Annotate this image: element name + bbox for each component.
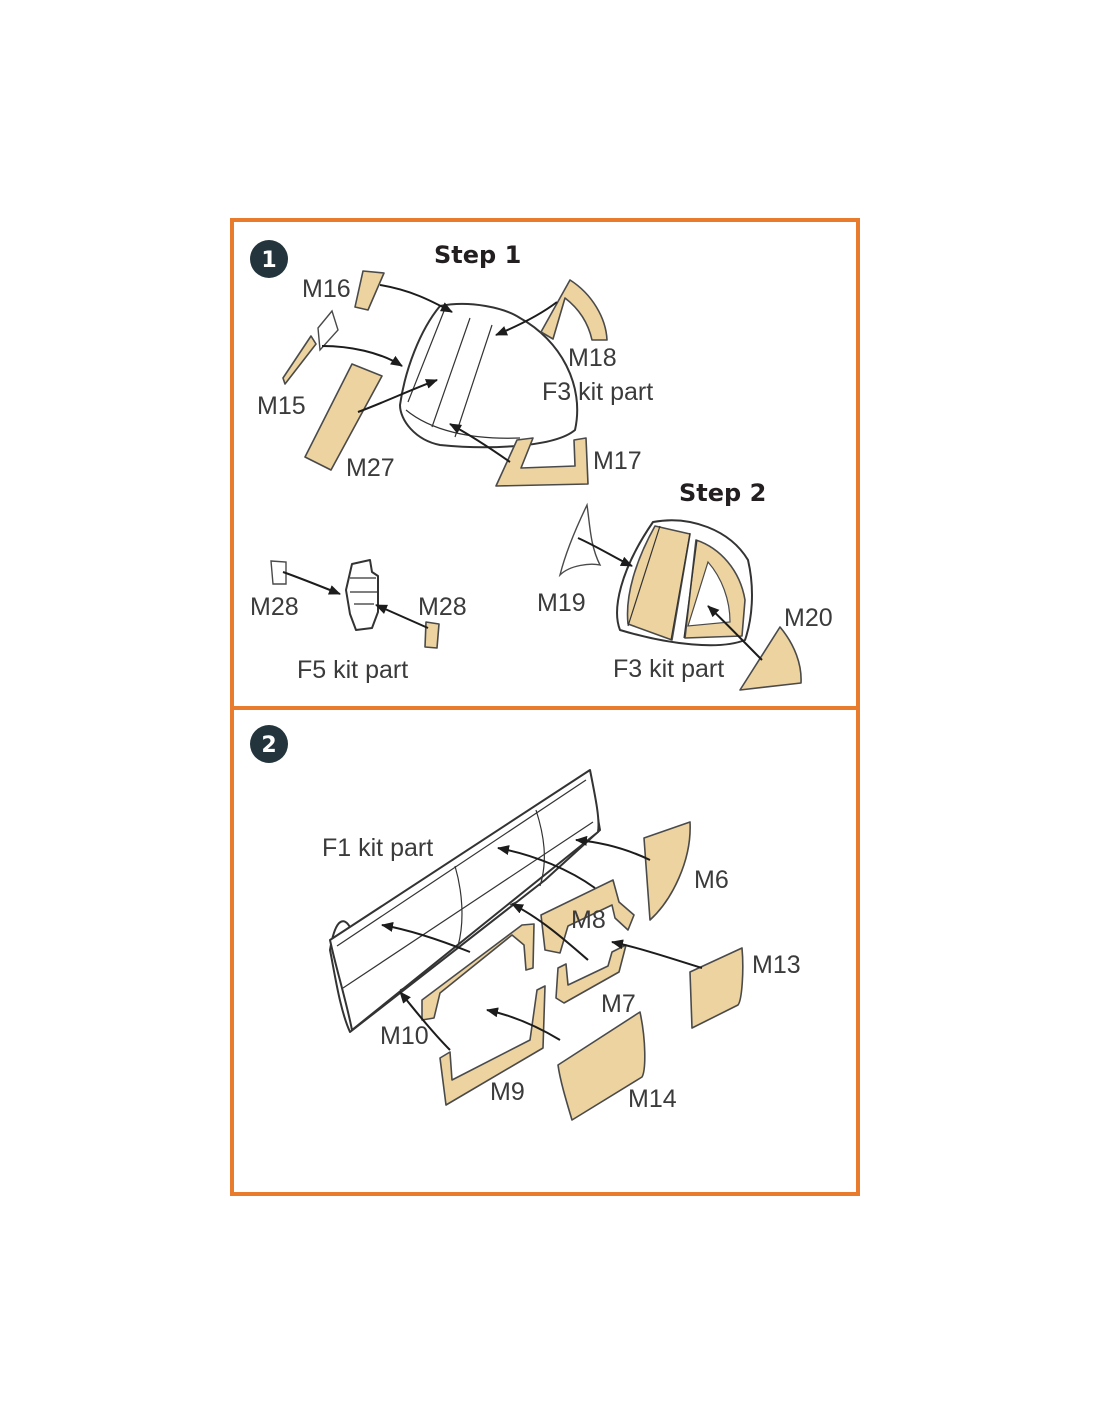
arrow-m28-a (282, 571, 341, 595)
label-m27: M27 (346, 454, 395, 482)
f3-kit-part-canopy-step2 (616, 519, 753, 647)
label-f5-kit-part: F5 kit part (297, 656, 408, 684)
label-m20: M20 (784, 604, 833, 632)
mask-m17 (495, 437, 589, 487)
label-m15: M15 (257, 392, 306, 420)
label-m14: M14 (628, 1085, 677, 1113)
mask-m15 (282, 335, 317, 385)
label-m18: M18 (568, 344, 617, 372)
label-f3-kit-part-step2: F3 kit part (613, 655, 724, 683)
label-m17: M17 (593, 447, 642, 475)
mask-m13 (689, 947, 744, 1029)
film-m28-a (270, 560, 287, 585)
svg-text:2: 2 (261, 733, 276, 758)
step-1-title: Step 1 (434, 241, 521, 269)
label-f3-kit-part-step1: F3 kit part (542, 378, 653, 406)
arrow-m18 (495, 301, 558, 336)
step-1-badge: 1 (250, 240, 288, 278)
mask-m28 (424, 621, 440, 649)
mask-m8 (540, 879, 635, 954)
mask-m14 (557, 1011, 646, 1121)
arrow-m27 (357, 379, 438, 413)
mask-m16 (354, 270, 385, 311)
arrow-m7 (511, 903, 589, 961)
arrow-m6 (575, 835, 651, 861)
arrow-m8 (497, 845, 596, 889)
arrow-m28-b (375, 604, 429, 629)
arrow-m13 (611, 939, 703, 969)
mask-m10 (421, 923, 535, 1021)
svg-text:1: 1 (261, 248, 276, 273)
label-f1-kit-part: F1 kit part (322, 834, 433, 862)
film-m15-a (317, 309, 339, 352)
mask-m9 (439, 985, 546, 1106)
label-m10: M10 (380, 1022, 429, 1050)
arrow-m14 (486, 1007, 561, 1041)
arrow-m10 (381, 922, 471, 953)
arrow-m9 (399, 991, 451, 1051)
arrow-m20 (707, 605, 763, 661)
label-m28-right: M28 (418, 593, 467, 621)
mask-m27 (304, 363, 383, 471)
label-m7: M7 (601, 990, 636, 1018)
step-2-badge: 2 (250, 725, 288, 763)
arrow-m17 (449, 423, 511, 463)
arrow-m15 (321, 345, 403, 367)
mask-m18 (540, 279, 608, 341)
label-m8: M8 (571, 906, 606, 934)
label-m19: M19 (537, 589, 586, 617)
f1-kit-part-frame (329, 769, 601, 1033)
panel-2-frame (230, 706, 860, 1196)
label-m6: M6 (694, 866, 729, 894)
mask-m20 (739, 626, 802, 691)
f5-kit-part (345, 559, 379, 631)
label-m9: M9 (490, 1078, 525, 1106)
arrow-m16 (379, 284, 453, 313)
arrow-m19 (577, 537, 633, 567)
label-m16: M16 (302, 275, 351, 303)
step-2-title: Step 2 (679, 479, 766, 507)
mask-m6 (643, 821, 691, 921)
label-m28-left: M28 (250, 593, 299, 621)
label-m13: M13 (752, 951, 801, 979)
